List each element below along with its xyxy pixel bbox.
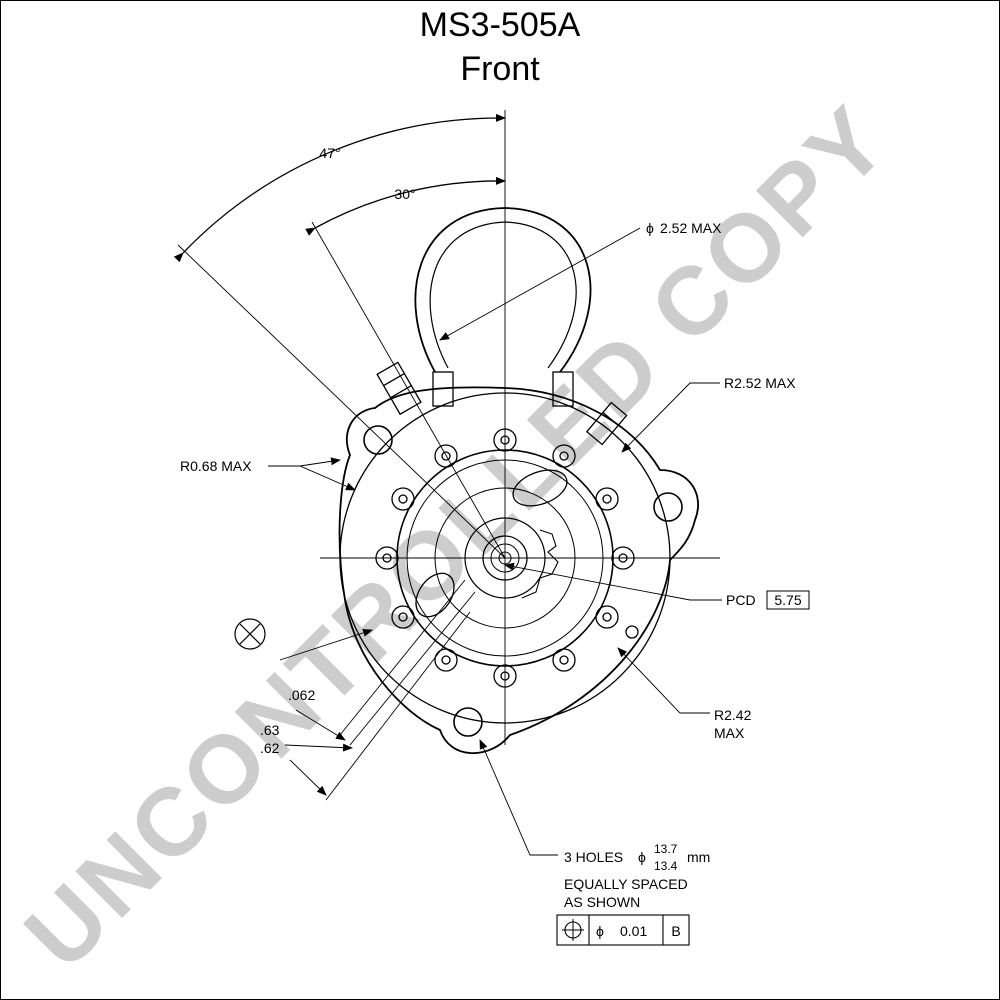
window-slot-upper <box>512 469 568 507</box>
solenoid-outer <box>414 207 592 373</box>
r-bottom-label-2: MAX <box>714 725 745 741</box>
holes-leader <box>479 739 558 856</box>
angle-47-arc <box>173 113 506 263</box>
angle-30-label: 30° <box>394 186 415 202</box>
rotation-symbol-circle <box>234 618 266 650</box>
left-terminal-stud <box>376 361 422 416</box>
nose-inner-circle <box>406 459 604 657</box>
ext-line-3 <box>325 611 471 801</box>
holes-note-line2: EQUALLY SPACED <box>564 876 688 892</box>
nose-circle <box>396 449 614 667</box>
rotation-symbol-x2 <box>239 623 261 645</box>
pinion-circle <box>464 517 546 599</box>
holes-note-prefix: 3 HOLES <box>564 849 623 865</box>
dim-062-line <box>295 709 346 741</box>
ground-stud <box>625 625 639 639</box>
ext-line-2 <box>349 591 476 746</box>
ext-line-1 <box>339 579 466 736</box>
fcf-tolerance-value: 0.01 <box>620 923 647 939</box>
mounting-flange <box>338 386 699 755</box>
r-top-leader <box>621 382 720 453</box>
dim-62-line <box>289 759 327 796</box>
diameter-symbol: ϕ <box>646 220 654 236</box>
angle-47-leader <box>177 244 506 559</box>
pcd-label: PCD <box>726 592 756 608</box>
angle-30-arc <box>305 176 506 236</box>
mounting-hole-2 <box>653 492 683 522</box>
pcd-leader <box>504 562 722 601</box>
window-slot-left <box>415 572 455 618</box>
view-title: Front <box>460 50 540 88</box>
holes-diameter-symbol: ϕ <box>638 849 646 865</box>
fcf-diameter-symbol: ϕ <box>596 923 604 939</box>
housing-circle <box>339 392 671 724</box>
reference-leader <box>279 628 373 661</box>
bolt-circle-holes <box>375 428 635 688</box>
dim-062-label: .062 <box>288 687 315 703</box>
flange-hidden-line <box>344 599 441 731</box>
shaft-mid-circle <box>490 543 520 573</box>
angle-30-leader <box>311 221 506 559</box>
mounting-hole-1 <box>363 425 393 455</box>
drawing-title: MS3-505A <box>419 6 581 44</box>
dia-max-label: 2.52 MAX <box>660 220 722 236</box>
dim-62-label: .62 <box>260 740 280 756</box>
dim-63-label: .63 <box>260 722 280 738</box>
r-bottom-label-1: R2.42 <box>714 707 752 723</box>
holes-unit: mm <box>687 849 710 865</box>
pcd-value: 5.75 <box>774 592 801 608</box>
r-bottom-leader <box>617 647 710 714</box>
solenoid-right-bracket <box>552 371 574 407</box>
shaft-outer-circle <box>482 535 528 581</box>
holes-tol-lower: 13.4 <box>654 859 678 873</box>
r-left-label: R0.68 MAX <box>180 458 252 474</box>
holes-tol-upper: 13.7 <box>654 842 678 856</box>
angle-47-label: 47° <box>319 145 340 161</box>
mounting-hole-3 <box>453 707 483 737</box>
solenoid-inner <box>429 221 577 369</box>
holes-note-line3: AS SHOWN <box>564 894 640 910</box>
feature-control-frame <box>556 914 690 946</box>
pilot-circle <box>434 487 576 629</box>
pcd-value-box <box>766 590 810 610</box>
r-left-leader-2 <box>299 457 341 467</box>
dia-leader <box>439 227 641 341</box>
pinion-teeth <box>521 529 559 599</box>
dim-63-line <box>284 743 353 752</box>
r-top-label: R2.52 MAX <box>724 375 796 391</box>
fcf-datum: B <box>671 923 680 939</box>
